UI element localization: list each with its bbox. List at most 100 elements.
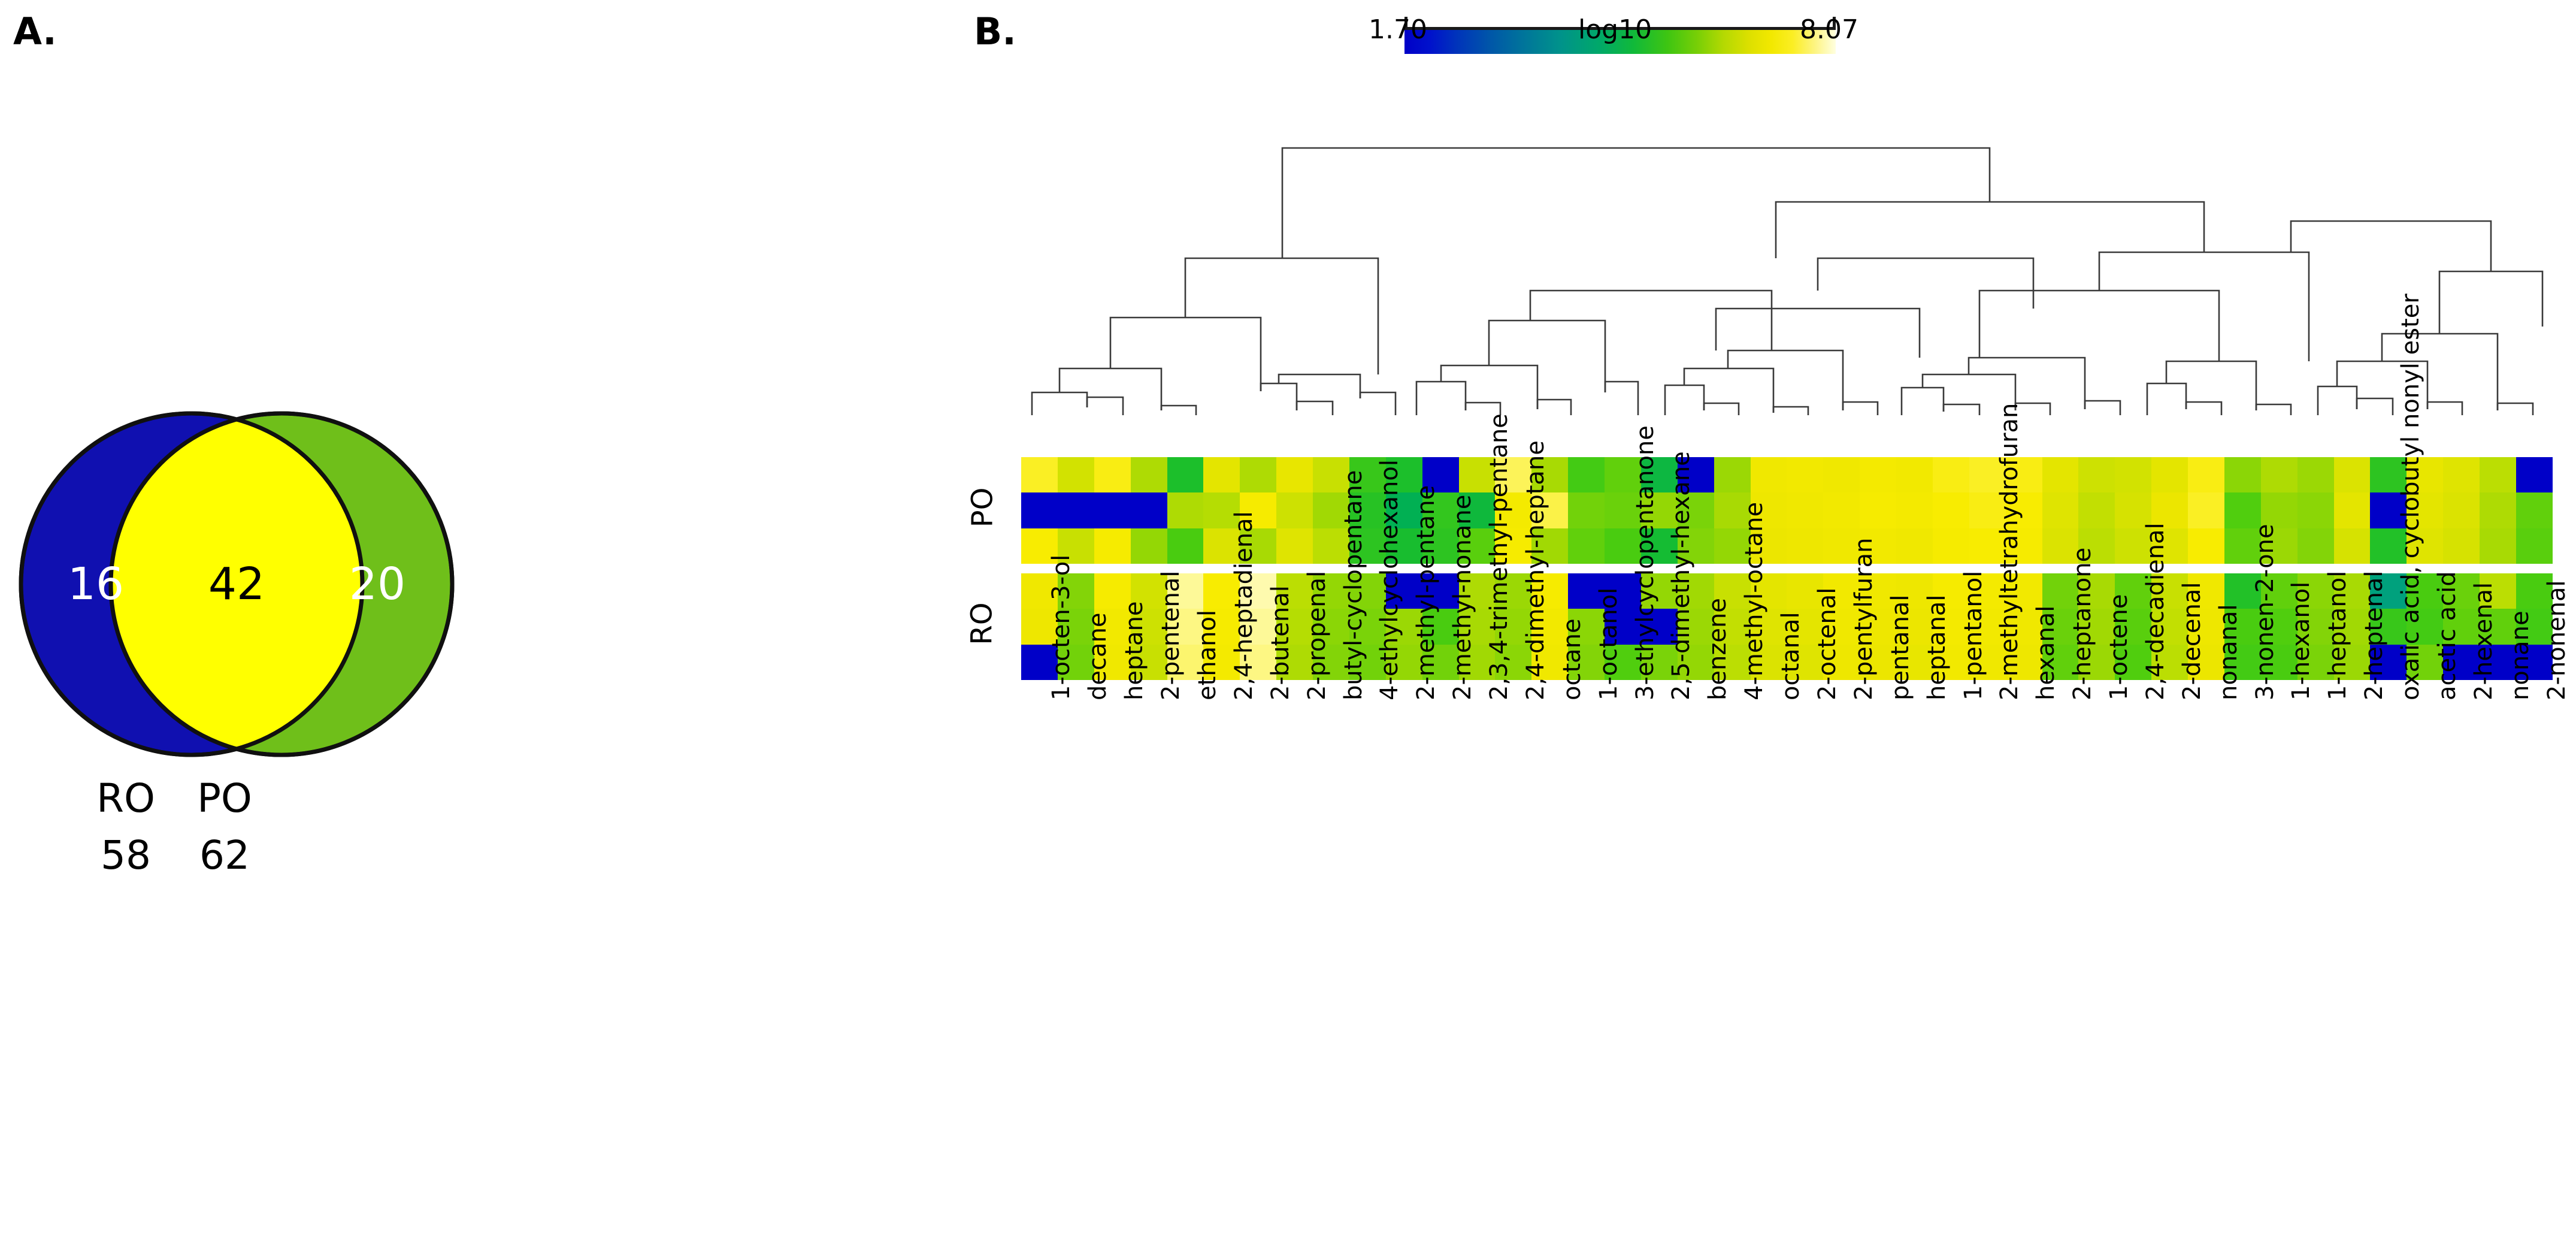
heatmap-cell [2151, 644, 2188, 680]
heatmap-column [2260, 457, 2297, 564]
venn-total-po: 62 [199, 832, 250, 878]
heatmap-cell [1932, 644, 1969, 680]
heatmap-column [2443, 573, 2480, 680]
heatmap-cell [1240, 457, 1277, 493]
heatmap-cell [1823, 609, 1860, 645]
x-tick-label: 2-hexenal [2470, 582, 2498, 700]
x-tick-label: 1-octen-3-ol [1048, 555, 1075, 700]
heatmap-cell [1640, 644, 1678, 680]
heatmap-cell [2115, 528, 2152, 564]
heatmap-column [1531, 457, 1569, 564]
heatmap-column [2151, 457, 2188, 564]
colorbar-gradient [1404, 30, 1836, 54]
x-tick-label: 2,4-decadienal [2142, 522, 2169, 700]
x-tick-label: 2-heptenal [2360, 570, 2388, 700]
heatmap-cell [1495, 644, 1532, 680]
heatmap-column [2224, 573, 2261, 680]
heatmap-cell [2115, 644, 2152, 680]
heatmap-cell [1385, 644, 1422, 680]
heatmap-cell [1896, 644, 1933, 680]
heatmap-column [1276, 457, 1313, 564]
heatmap-column [1640, 573, 1678, 680]
heatmap-column [2480, 457, 2516, 564]
heatmap-cell [2333, 457, 2371, 493]
heatmap-cell [2151, 457, 2188, 493]
heatmap-cell [2516, 528, 2553, 564]
heatmap-column [2407, 457, 2444, 564]
heatmap-cell [1640, 573, 1678, 609]
heatmap-cell [1677, 528, 1714, 564]
heatmap-column [1094, 573, 1131, 680]
heatmap-column [1167, 573, 1204, 680]
heatmap-x-axis-labels: 1-octen-3-oldecaneheptane2-pentenalethan… [1021, 294, 2570, 1225]
heatmap-cell [2224, 528, 2261, 564]
heatmap-cell [1568, 492, 1605, 528]
heatmap-column [2516, 573, 2553, 680]
heatmap-cell [2151, 573, 2188, 609]
heatmap-cell [2042, 492, 2079, 528]
heatmap-cell [2370, 609, 2407, 645]
venn-count-po-only: 20 [349, 558, 406, 610]
colorbar-tick-min [1404, 17, 1407, 30]
heatmap-cell [1130, 528, 1167, 564]
heatmap-cell [2188, 573, 2224, 609]
heatmap-cell [2260, 457, 2297, 493]
heatmap-cell [2188, 492, 2224, 528]
heatmap-cell [2042, 528, 2079, 564]
heatmap-cell [1203, 492, 1240, 528]
heatmap-column [1458, 573, 1496, 680]
heatmap-cell [2370, 492, 2407, 528]
heatmap-cell [1422, 573, 1459, 609]
heatmap-cell [1057, 573, 1094, 609]
colorbar-title: log10 [1578, 14, 1652, 45]
heatmap-cell [1167, 528, 1204, 564]
heatmap-cell [1932, 573, 1969, 609]
x-tick-label: 1-octene [2105, 594, 2133, 700]
heatmap-block-ro [1021, 573, 2553, 680]
x-tick-label: 3-ethylcyclopentanone [1631, 425, 1659, 700]
heatmap-cell [1021, 644, 1058, 680]
heatmap-cell [1860, 457, 1896, 493]
venn-diagram: 16 42 20 RO 58 PO 62 [0, 0, 934, 1019]
heatmap-cell [2333, 644, 2371, 680]
heatmap-column [1750, 573, 1787, 680]
heatmap-cell [1313, 644, 1349, 680]
heatmap-cell [2042, 609, 2079, 645]
heatmap-cell [2224, 492, 2261, 528]
heatmap-cell [1094, 609, 1131, 645]
heatmap-cell [1969, 492, 2006, 528]
heatmap-column [2078, 457, 2115, 564]
heatmap-cell [1568, 609, 1605, 645]
heatmap-column [2115, 573, 2152, 680]
heatmap-cell [2443, 457, 2480, 493]
heatmap-cell [2333, 528, 2371, 564]
venn-label-ro: RO [96, 775, 155, 821]
heatmap-column [1823, 573, 1860, 680]
heatmap-cell [2151, 492, 2188, 528]
heatmap-cell [1094, 528, 1131, 564]
x-tick-label: octane [1558, 618, 1586, 700]
heatmap-cell [1495, 573, 1532, 609]
colorbar-tick-max [1833, 17, 1836, 30]
colorbar: 1.70 log10 8.07 [1369, 17, 1858, 54]
heatmap-cell [1349, 573, 1386, 609]
heatmap-cell [1313, 492, 1349, 528]
heatmap-cell [2443, 609, 2480, 645]
heatmap-cell [2188, 528, 2224, 564]
heatmap-cell [1787, 609, 1824, 645]
heatmap-cell [1969, 528, 2006, 564]
heatmap-cell [1823, 573, 1860, 609]
heatmap-column [2370, 573, 2407, 680]
heatmap-cell [1458, 457, 1496, 493]
heatmap-cell [2005, 609, 2042, 645]
heatmap-cell [2260, 609, 2297, 645]
x-tick-label: benzene [1704, 598, 1732, 700]
heatmap-cell [2224, 609, 2261, 645]
heatmap-cell [1130, 457, 1167, 493]
heatmap-cell [2333, 573, 2371, 609]
heatmap-cell [2078, 492, 2115, 528]
heatmap-cell [1531, 457, 1569, 493]
x-tick-label: 4-methyl-octane [1740, 502, 1768, 700]
heatmap-cell [2407, 573, 2444, 609]
venn-circle-ro-outline [19, 411, 365, 757]
